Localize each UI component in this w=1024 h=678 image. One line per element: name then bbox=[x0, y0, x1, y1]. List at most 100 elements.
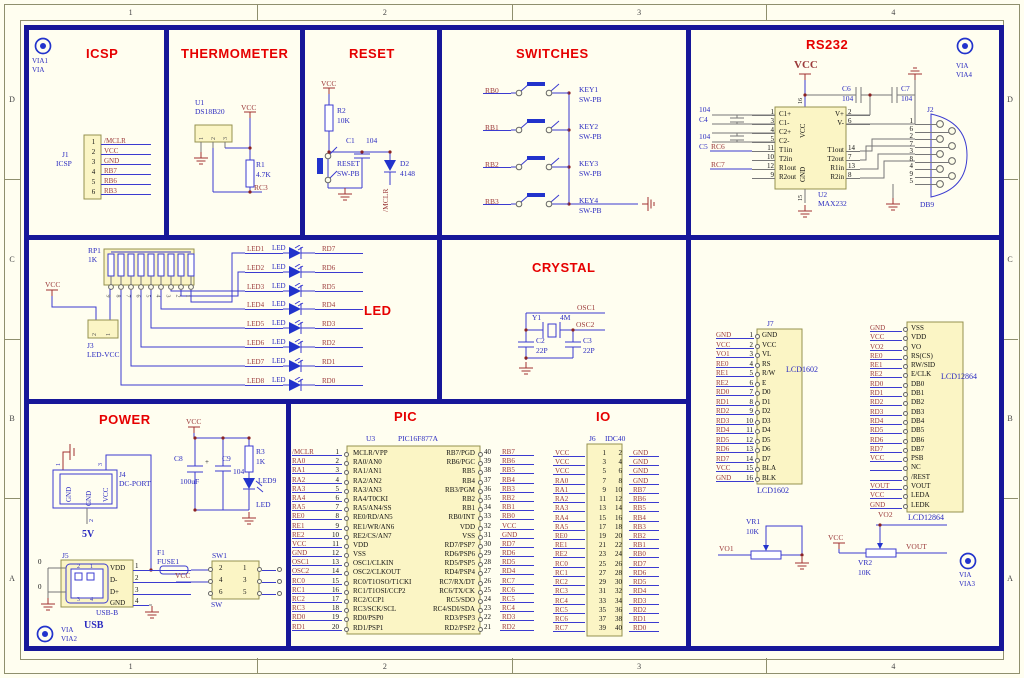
section-title-led: LED bbox=[364, 303, 392, 318]
pin-circle bbox=[903, 354, 908, 360]
wire bbox=[629, 492, 659, 494]
pin-number: 38 bbox=[615, 614, 622, 623]
net-label: RD5 bbox=[870, 426, 884, 435]
pin-name: R/W bbox=[762, 369, 776, 377]
pin-number: 14 bbox=[332, 567, 339, 576]
pin-circle bbox=[478, 497, 483, 503]
jack-pin-label: GND bbox=[85, 490, 93, 506]
wire bbox=[846, 151, 860, 152]
led-part-label: LED bbox=[272, 300, 286, 309]
wire bbox=[500, 491, 534, 493]
wire bbox=[716, 395, 754, 396]
pin-number: 6 bbox=[91, 188, 96, 196]
pin-number: 1 bbox=[56, 463, 62, 466]
pin-circle bbox=[478, 617, 483, 623]
value-d2: 4148 bbox=[400, 169, 415, 178]
pin-number: 1 bbox=[749, 331, 754, 339]
wire bbox=[553, 492, 585, 494]
pin-circle bbox=[478, 488, 483, 494]
wire bbox=[629, 612, 659, 614]
pin-name: VSS bbox=[353, 550, 366, 559]
net-label: RC3 bbox=[555, 587, 568, 596]
pin-number: 18 bbox=[332, 604, 339, 613]
pin-name: VDD bbox=[911, 333, 927, 342]
net-label: RD0 bbox=[292, 613, 306, 622]
net-label: RD4 bbox=[716, 426, 730, 434]
wire bbox=[553, 566, 585, 568]
gnd-symbol bbox=[797, 204, 813, 218]
usb-inner-pin: 4 bbox=[90, 597, 93, 603]
wire bbox=[553, 529, 585, 531]
pin-circle bbox=[478, 543, 483, 549]
wire bbox=[846, 178, 860, 179]
wire bbox=[483, 130, 511, 131]
net-label: RD3 bbox=[322, 320, 336, 329]
pin-number: 24 bbox=[484, 595, 491, 603]
pin-name: OSC2/CLKOUT bbox=[353, 568, 401, 577]
pin-number: 1 bbox=[335, 448, 340, 456]
gnd-symbol bbox=[794, 556, 810, 570]
pin-circle bbox=[903, 410, 908, 416]
net-label: RD0 bbox=[322, 376, 336, 385]
pin-name: DB1 bbox=[911, 389, 925, 398]
vcc-symbol bbox=[243, 111, 257, 119]
pin-number: 6 bbox=[335, 493, 340, 502]
pin-name: D6 bbox=[762, 445, 771, 453]
switch-type: SW-PB bbox=[579, 206, 602, 215]
pin-name: RB3/PGM bbox=[445, 485, 475, 494]
key-label: KEY1 bbox=[579, 85, 599, 94]
net-label: RD1 bbox=[322, 357, 336, 366]
pin-name: D4 bbox=[762, 426, 771, 434]
pin-number-cell: 1 bbox=[185, 291, 196, 303]
section-title-pic: PIC bbox=[394, 409, 418, 424]
net-label: GND bbox=[633, 467, 649, 476]
gnd-symbol bbox=[518, 361, 534, 375]
pin-name: VL bbox=[762, 350, 772, 358]
section-title-io: IO bbox=[596, 409, 611, 424]
pin-name: BLA bbox=[762, 464, 776, 472]
net-label: RB0 bbox=[633, 550, 646, 559]
wire bbox=[716, 433, 754, 434]
pin-number: 9 bbox=[602, 485, 607, 494]
pin-circle bbox=[755, 467, 760, 472]
gnd-symbol bbox=[40, 597, 56, 611]
wire bbox=[629, 465, 659, 467]
pin-number: 16 bbox=[615, 513, 622, 522]
part-led-vcc: LED-VCC bbox=[87, 350, 120, 359]
net-label: RB7 bbox=[502, 448, 515, 456]
pin-number: 1 bbox=[199, 137, 205, 140]
pin-name: RB7/PGD bbox=[446, 449, 475, 457]
gnd-symbol bbox=[337, 187, 353, 201]
wire bbox=[292, 565, 342, 567]
pin-number: 3 bbox=[909, 147, 914, 155]
value-r1: 4.7K bbox=[256, 170, 271, 179]
pin-number: 8 bbox=[749, 397, 754, 406]
wire bbox=[500, 473, 534, 475]
value-c1: 104 bbox=[366, 136, 378, 145]
pin-circle bbox=[755, 419, 760, 425]
pin-name: D1 bbox=[762, 397, 771, 406]
part-led: LED bbox=[256, 500, 271, 509]
wire bbox=[870, 368, 902, 370]
pin-circle bbox=[344, 525, 349, 531]
refdes-d2: D2 bbox=[400, 159, 410, 168]
net-label: RD2 bbox=[633, 605, 647, 614]
pin-name: VDD bbox=[353, 540, 369, 549]
net-label: RC5 bbox=[502, 595, 515, 603]
wire bbox=[292, 574, 342, 576]
